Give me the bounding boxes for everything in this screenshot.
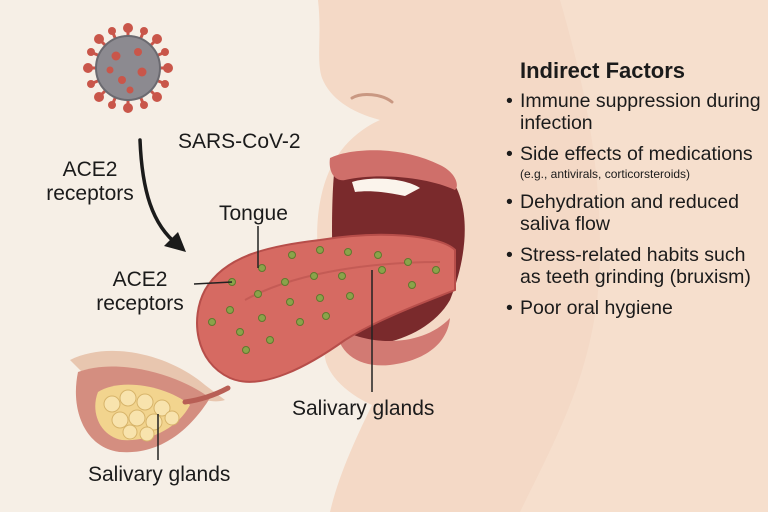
salivary-duct	[182, 385, 231, 405]
indirect-factors-title: Indirect Factors	[520, 58, 686, 83]
ace2-leader-line	[193, 281, 233, 285]
virus-icon	[83, 23, 173, 113]
gland-lobules	[103, 389, 180, 442]
curved-arrow	[138, 138, 180, 247]
factor-item: Poor oral hygiene	[504, 296, 762, 320]
indirect-factors-list: Immune suppression during infection Side…	[504, 90, 762, 320]
factor-text: Stress-related habits such as teeth grin…	[520, 243, 751, 289]
upper-lip	[329, 150, 457, 190]
arrow-head-icon	[164, 232, 186, 252]
factor-item: Side effects of medications (e.g., antiv…	[504, 143, 762, 183]
factor-note: (e.g., antivirals, corticorsteroids)	[520, 167, 691, 182]
factor-item: Stress-related habits such as teeth grin…	[504, 244, 762, 289]
tongue-label: Tongue	[219, 202, 288, 225]
salivary-glands-label-left: Salivary glands	[88, 463, 231, 486]
ace2-receptors-label: ACE2 receptors	[46, 158, 134, 205]
factor-text: Immune suppression during infection	[520, 90, 761, 135]
factor-item: Immune suppression during infection	[504, 90, 762, 135]
factor-item: Dehydration and reduced saliva flow	[504, 191, 762, 236]
factor-text: Poor oral hygiene	[520, 296, 673, 319]
ace2-receptor-dots	[208, 246, 440, 354]
upper-teeth	[352, 178, 420, 196]
nostril	[350, 93, 394, 104]
tongue-ace2-receptors-label: ACE2 receptors	[96, 268, 184, 315]
salivary-glands-label-right: Salivary glands	[292, 397, 435, 420]
factor-text: Dehydration and reduced saliva flow	[520, 191, 739, 236]
factor-text: Side effects of medications	[520, 142, 753, 165]
tongue-groove	[244, 261, 441, 301]
lower-lip	[335, 318, 450, 366]
indirect-factors-panel: Indirect Factors Immune suppression duri…	[504, 58, 762, 327]
sars-cov-2-label: SARS-CoV-2	[178, 130, 301, 153]
